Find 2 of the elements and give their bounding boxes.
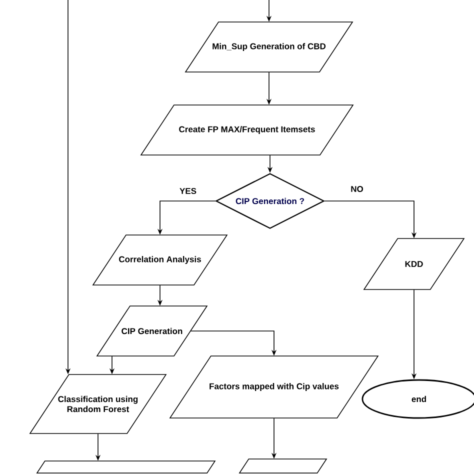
edge-label: NO [350, 185, 364, 194]
edge-label: YES [178, 187, 198, 196]
